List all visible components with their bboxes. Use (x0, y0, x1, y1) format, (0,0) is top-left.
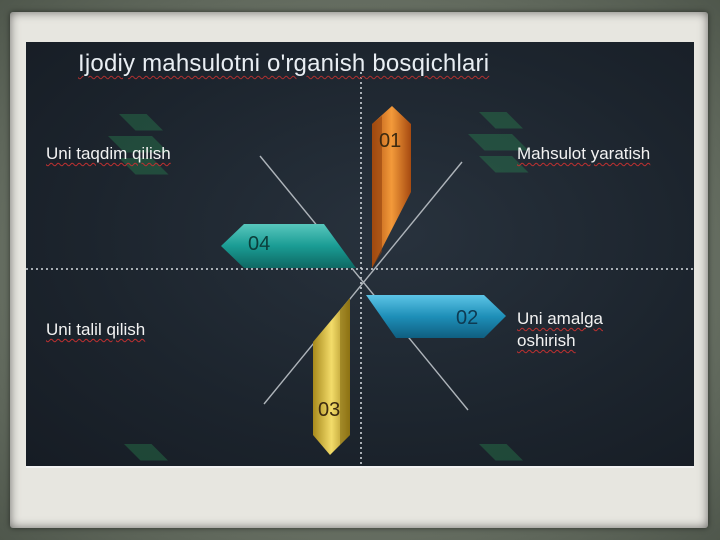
step-02-label-line-2: oshirish (517, 331, 576, 350)
step-01-arrow (372, 106, 411, 268)
slide-canvas (26, 42, 694, 468)
watermark-logo-icon (108, 114, 169, 175)
step-02-arrow (366, 295, 506, 338)
step-04-number: 04 (248, 233, 271, 255)
watermark-logo-icon (113, 444, 168, 468)
diagonal-line-b (263, 161, 463, 405)
step-04-arrow (221, 224, 356, 268)
step-01-number: 01 (379, 130, 402, 152)
step-04-label: Uni taqdim qilish (46, 144, 171, 163)
slide-bottom-border (26, 466, 694, 468)
watermark-logo-icon (468, 444, 523, 468)
step-03-label: Uni talil qilish (46, 320, 146, 339)
step-03-arrow (313, 298, 350, 455)
slide-title: Ijodiy mahsulotni o'rganish bosqichlari (78, 50, 490, 77)
step-03-number: 03 (318, 399, 341, 421)
step-02-label: Uni amalga oshirish (517, 308, 603, 352)
step-01-label: Mahsulot yaratish (517, 144, 651, 163)
step-02-label-line-1: Uni amalga (517, 309, 603, 328)
watermark-logo-icon (468, 112, 529, 173)
diagonal-line-a (259, 155, 469, 411)
diagram-svg (26, 72, 694, 468)
step-02-number: 02 (456, 307, 479, 329)
